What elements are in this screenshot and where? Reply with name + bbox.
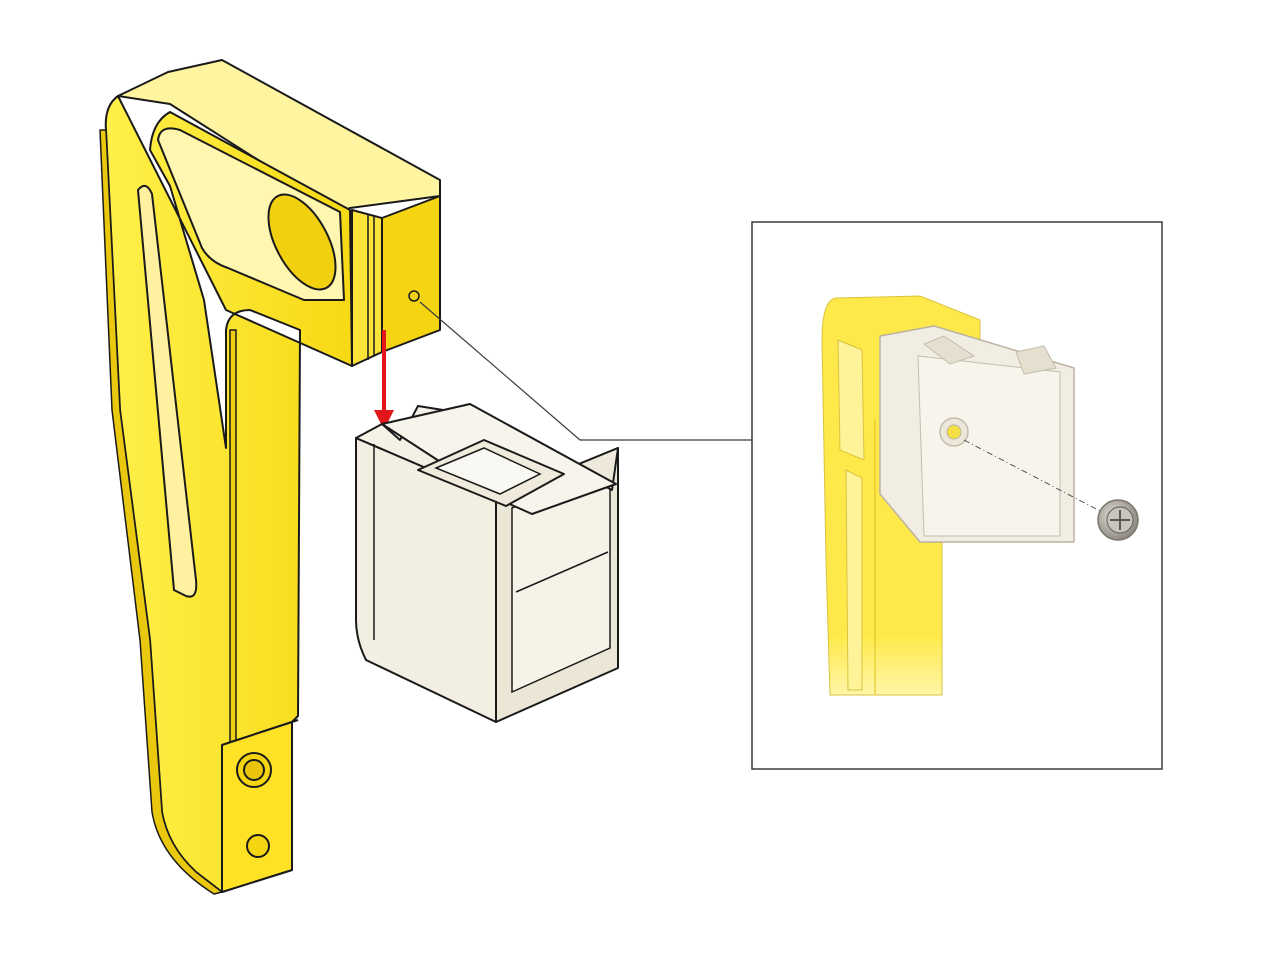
insertion-arrow — [374, 330, 394, 430]
detail-view — [751, 221, 1163, 770]
detail-leader-line — [419, 301, 752, 441]
bracket-bottom-hole — [246, 834, 270, 858]
screw-part — [1097, 499, 1139, 541]
bracket — [99, 59, 441, 895]
bracket-head-side — [381, 195, 441, 353]
bracket-screw-hole — [408, 290, 420, 302]
cap-part — [355, 403, 619, 723]
bracket-round-hole — [267, 193, 337, 291]
bracket-long-slot — [137, 184, 198, 598]
bracket-groove — [351, 209, 383, 367]
